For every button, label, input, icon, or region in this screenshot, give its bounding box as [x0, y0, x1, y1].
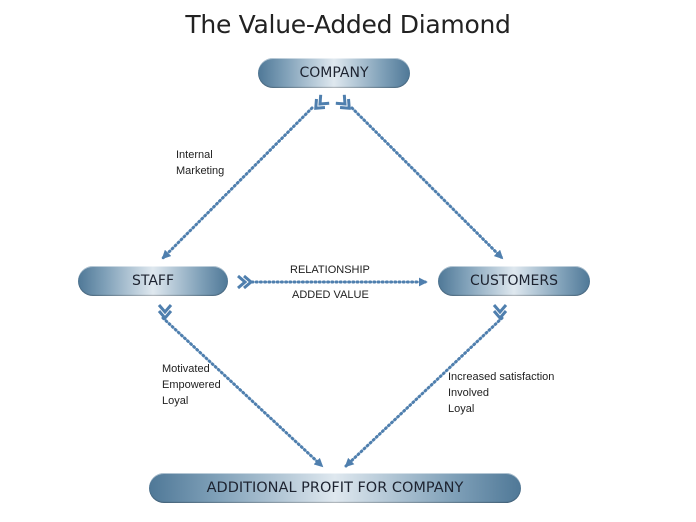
label-added-value: ADDED VALUE [292, 289, 369, 301]
label-line: Motivated [162, 363, 210, 375]
label-relationship: RELATIONSHIP [290, 264, 370, 276]
arrow-staff-to-profit [161, 316, 324, 468]
node-company: COMPANY [258, 58, 410, 88]
chevron-icon [157, 304, 173, 321]
label-line: Empowered [162, 379, 221, 391]
chevron-icon [314, 94, 330, 110]
chevron-icon [335, 94, 351, 110]
label-line: Loyal [162, 395, 189, 407]
arrow-company-to-staff [161, 106, 314, 260]
label-staff-traits: Motivated Empowered Loyal [162, 361, 221, 409]
chevron-icon [237, 274, 254, 290]
label-line: Involved [448, 387, 489, 399]
label-customer-traits: Increased satisfaction Involved Loyal [448, 369, 554, 417]
label-internal-marketing: Internal Marketing [176, 147, 224, 179]
label-line: Marketing [176, 165, 225, 177]
chevron-icon [492, 304, 508, 321]
diagram-title: The Value-Added Diamond [185, 10, 511, 39]
label-line: Loyal [448, 403, 475, 415]
node-profit: ADDITIONAL PROFIT FOR COMPANY [149, 473, 521, 503]
arrow-customers-to-profit [344, 316, 504, 468]
node-customers: CUSTOMERS [438, 266, 590, 296]
label-line: Increased satisfaction [448, 371, 555, 383]
arrow-company-to-customers [350, 106, 504, 260]
label-line: Internal [176, 149, 213, 161]
node-staff: STAFF [78, 266, 228, 296]
